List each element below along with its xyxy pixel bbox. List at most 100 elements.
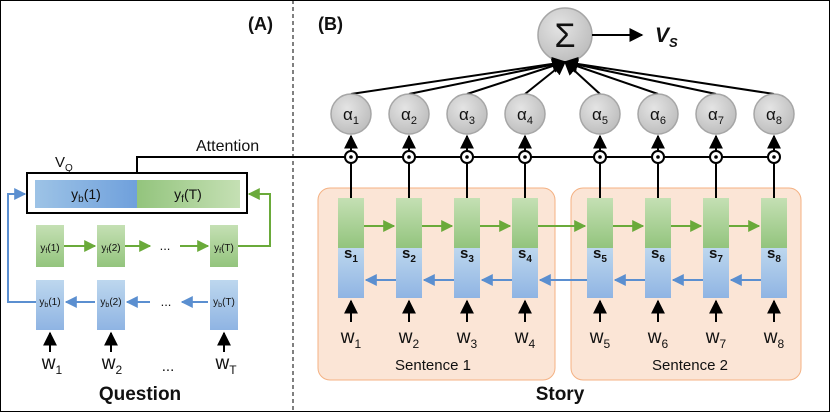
panel-b-label: (B) bbox=[318, 14, 343, 34]
question-forward-label-2: yf(2) bbox=[101, 243, 120, 255]
story-word-6: w6 bbox=[647, 327, 669, 351]
forward-state-cell-8 bbox=[761, 198, 787, 248]
backward-state-cell-1 bbox=[338, 248, 364, 298]
state-label-5: s5 bbox=[593, 245, 607, 265]
vq-yb1-text: yb(1) bbox=[71, 186, 101, 205]
alpha-node-6 bbox=[637, 93, 679, 135]
story-word-2: w2 bbox=[398, 327, 420, 351]
alpha-to-sum-arrow bbox=[563, 56, 775, 95]
question-backward-label-T: yb(T) bbox=[213, 297, 235, 309]
final-forward-to-vq-arrow bbox=[238, 188, 271, 247]
alpha-label-4: α4 bbox=[517, 105, 533, 127]
question-word-ellipsis: ... bbox=[162, 358, 175, 375]
question-word-T: wT bbox=[214, 353, 237, 377]
sentence-1-box bbox=[317, 187, 556, 381]
question-panel: VQ yb(1) yf(T) yf(1) yb(1) yf(2) yb(2) y… bbox=[7, 154, 271, 405]
story-word-3: w3 bbox=[456, 327, 478, 351]
summation-symbol: Σ bbox=[554, 17, 575, 55]
alpha-node-7 bbox=[695, 93, 737, 135]
question-word-2: w2 bbox=[101, 353, 123, 377]
alpha-label-2: α2 bbox=[401, 105, 417, 127]
backward-state-cell-2 bbox=[396, 248, 422, 298]
alpha-to-sum-arrow bbox=[408, 57, 567, 95]
alpha-label-8: α8 bbox=[766, 105, 782, 127]
product-dot bbox=[714, 155, 718, 159]
alpha-label-5: α5 bbox=[592, 105, 608, 127]
attention-line bbox=[136, 156, 780, 173]
alpha-node-3 bbox=[446, 93, 488, 135]
vq-yfT-text: yf(T) bbox=[174, 186, 202, 205]
state-label-8: s8 bbox=[767, 245, 781, 265]
product-dot bbox=[523, 155, 527, 159]
forward-state-cell-6 bbox=[645, 198, 671, 248]
question-backward-cell-T bbox=[210, 280, 238, 330]
forward-state-cell-4 bbox=[512, 198, 538, 248]
question-backward-cell-1 bbox=[36, 280, 64, 330]
question-forward-label-1: yf(1) bbox=[40, 243, 59, 255]
question-backward-ellipsis: ... bbox=[161, 294, 172, 309]
alpha-node-4 bbox=[504, 93, 546, 135]
alpha-label-1: α1 bbox=[343, 105, 359, 127]
state-label-2: s2 bbox=[402, 245, 416, 265]
story-word-8: w8 bbox=[763, 327, 785, 351]
product-dot bbox=[349, 155, 353, 159]
sentence-2-label: Sentence 2 bbox=[652, 357, 728, 374]
alpha-to-sum-arrow bbox=[466, 59, 567, 95]
product-dot bbox=[598, 155, 602, 159]
alpha-label-3: α3 bbox=[459, 105, 475, 127]
attention-label: Attention bbox=[196, 138, 259, 155]
sentence-1-label: Sentence 1 bbox=[395, 357, 471, 374]
backward-state-cell-6 bbox=[645, 248, 671, 298]
product-dot bbox=[407, 155, 411, 159]
state-label-6: s6 bbox=[651, 245, 665, 265]
state-label-1: s1 bbox=[344, 245, 358, 265]
question-forward-cell-1 bbox=[36, 225, 64, 267]
question-word-1: w1 bbox=[41, 353, 63, 377]
state-label-3: s3 bbox=[460, 245, 474, 265]
question-forward-ellipsis: ... bbox=[160, 238, 171, 253]
forward-state-cell-2 bbox=[396, 198, 422, 248]
story-panel: Attention Sentence 1 Sentence 2 Σ VS α1 s… bbox=[136, 7, 802, 405]
question-backward-cell-2 bbox=[97, 280, 125, 330]
backward-state-cell-3 bbox=[454, 248, 480, 298]
alpha-label-7: α7 bbox=[708, 105, 724, 127]
vs-output-label: VS bbox=[655, 24, 678, 50]
alpha-to-sum-arrow bbox=[524, 61, 567, 95]
product-dot bbox=[465, 155, 469, 159]
question-forward-label-T: yf(T) bbox=[214, 243, 234, 255]
backward-state-cell-5 bbox=[587, 248, 613, 298]
state-label-4: s4 bbox=[518, 245, 532, 265]
question-backward-label-1: yb(1) bbox=[39, 297, 60, 309]
alpha-to-sum-arrow bbox=[350, 56, 567, 95]
forward-state-cell-7 bbox=[703, 198, 729, 248]
state-label-7: s7 bbox=[709, 245, 723, 265]
product-dot bbox=[772, 155, 776, 159]
forward-state-cell-3 bbox=[454, 198, 480, 248]
story-word-4: w4 bbox=[514, 327, 536, 351]
panel-a-label: (A) bbox=[248, 14, 273, 34]
vq-yfT-cell bbox=[137, 180, 240, 208]
question-forward-cell-2 bbox=[97, 225, 125, 267]
vq-yb1-cell bbox=[35, 180, 137, 208]
story-word-7: w7 bbox=[705, 327, 727, 351]
question-title: Question bbox=[99, 384, 181, 405]
alpha-to-sum-arrow bbox=[563, 57, 717, 95]
backward-state-cell-4 bbox=[512, 248, 538, 298]
backward-state-cell-8 bbox=[761, 248, 787, 298]
question-forward-cell-T bbox=[210, 225, 238, 267]
vq-label: VQ bbox=[55, 154, 73, 174]
story-title: Story bbox=[536, 384, 585, 405]
story-word-5: w5 bbox=[589, 327, 611, 351]
final-backward-to-vq-arrow bbox=[7, 188, 36, 303]
forward-state-cell-5 bbox=[587, 198, 613, 248]
alpha-to-sum-arrow bbox=[563, 59, 659, 95]
story-word-1: w1 bbox=[340, 327, 362, 351]
backward-state-cell-7 bbox=[703, 248, 729, 298]
alpha-node-1 bbox=[330, 93, 372, 135]
alpha-node-5 bbox=[579, 93, 621, 135]
product-dot bbox=[656, 155, 660, 159]
forward-state-cell-1 bbox=[338, 198, 364, 248]
alpha-node-8 bbox=[753, 93, 795, 135]
alpha-node-2 bbox=[388, 93, 430, 135]
alpha-label-6: α6 bbox=[650, 105, 666, 127]
